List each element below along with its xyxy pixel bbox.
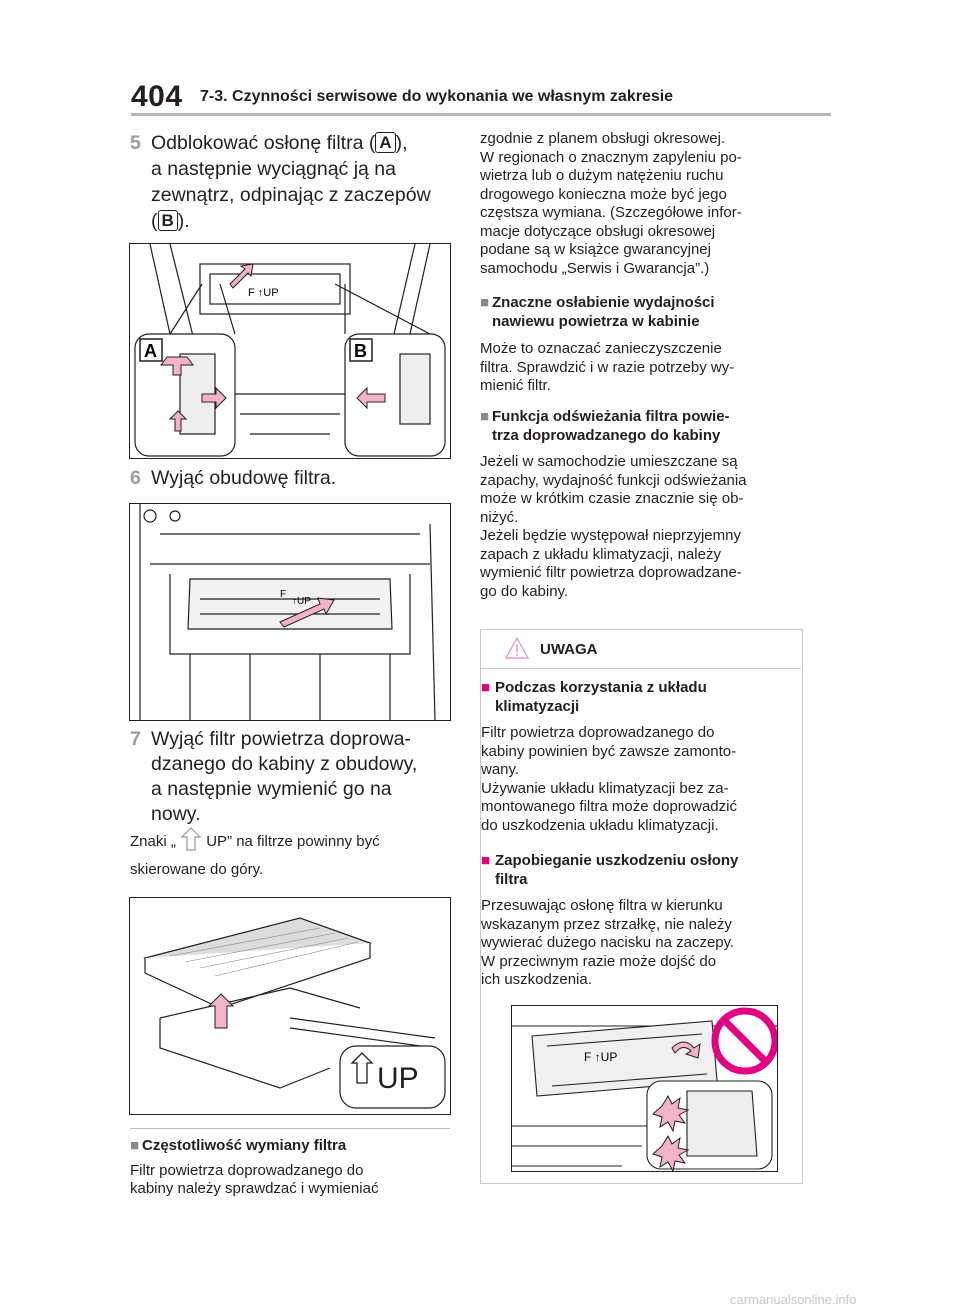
- caution-figure-mark: F ↑UP: [584, 1050, 617, 1064]
- step-5: 5 Odblokować osłonę filtra (A), a następ…: [130, 132, 431, 232]
- para-2: Może to oznaczać zanieczyszczenie filtra…: [480, 340, 735, 394]
- heading-airflow: ■ Znaczne osłabienie wydajności nawiewu …: [480, 294, 715, 330]
- figure-caution-clips: F ↑UP: [511, 1005, 778, 1172]
- warning-triangle-icon: [504, 636, 530, 659]
- step-number: 6: [130, 467, 141, 489]
- up-label: UP: [377, 1062, 419, 1095]
- key-label-a: A: [375, 132, 396, 153]
- page-number: 404: [131, 80, 183, 113]
- step-7: 7 Wyjąć filtr powietrza doprowa- dzanego…: [130, 728, 418, 825]
- replacement-heading: ■Częstotliwość wymiany filtra: [130, 1137, 347, 1154]
- caution-heading-1: ■ Podczas korzystania z układu klimatyza…: [481, 679, 707, 715]
- figure-filter-cover-removal: F ↑UP A B: [129, 243, 451, 459]
- note-line-1: Znaki „ UP” na filtrze powinny być: [130, 826, 460, 851]
- replacement-line-1: Filtr powietrza doprowadzanego do: [130, 1162, 364, 1179]
- housing-mark-up: ↑UP: [292, 596, 311, 607]
- caution-header: UWAGA: [480, 629, 801, 669]
- step-number: 7: [130, 728, 141, 750]
- step-6: 6 Wyjąć obudowę filtra.: [130, 467, 337, 489]
- key-label-b: B: [157, 210, 178, 231]
- caution-para-2: Przesuwając osłonę filtra w kierunku wsk…: [481, 897, 735, 988]
- caution-title: UWAGA: [540, 641, 598, 658]
- caution-para-1: Filtr powietrza doprowadzanego do kabiny…: [481, 724, 737, 834]
- para-3: Jeżeli w samochodzie umieszczane są zapa…: [480, 453, 747, 600]
- figure-new-filter: UP: [129, 897, 451, 1115]
- section-title: 7-3. Czynności serwisowe do wykonania we…: [200, 88, 674, 105]
- callout-a: A: [144, 341, 157, 361]
- replacement-line-2: kabiny należy sprawdzać i wymieniać: [130, 1180, 379, 1197]
- caution-box: [480, 629, 803, 1184]
- step-number: 5: [130, 132, 141, 154]
- watermark: carmanualsonline.info: [730, 1292, 857, 1307]
- caution-heading-2: ■ Zapobieganie uszkodzeniu osłony filtra: [481, 852, 739, 888]
- note-line-2: skierowane do góry.: [130, 861, 264, 878]
- cover-mark: F ↑UP: [248, 287, 279, 299]
- heading-freshener: ■ Funkcja odświeżania filtra powie- trza…: [480, 408, 730, 444]
- up-arrow-icon: [180, 827, 202, 851]
- para-1: zgodnie z planem obsługi okresowej. W re…: [480, 130, 742, 277]
- header-rule: [131, 113, 831, 116]
- section-rule: [130, 1128, 450, 1129]
- housing-mark-f: F: [280, 589, 286, 600]
- figure-filter-housing: F ↑UP: [129, 503, 451, 721]
- callout-b: B: [354, 341, 367, 361]
